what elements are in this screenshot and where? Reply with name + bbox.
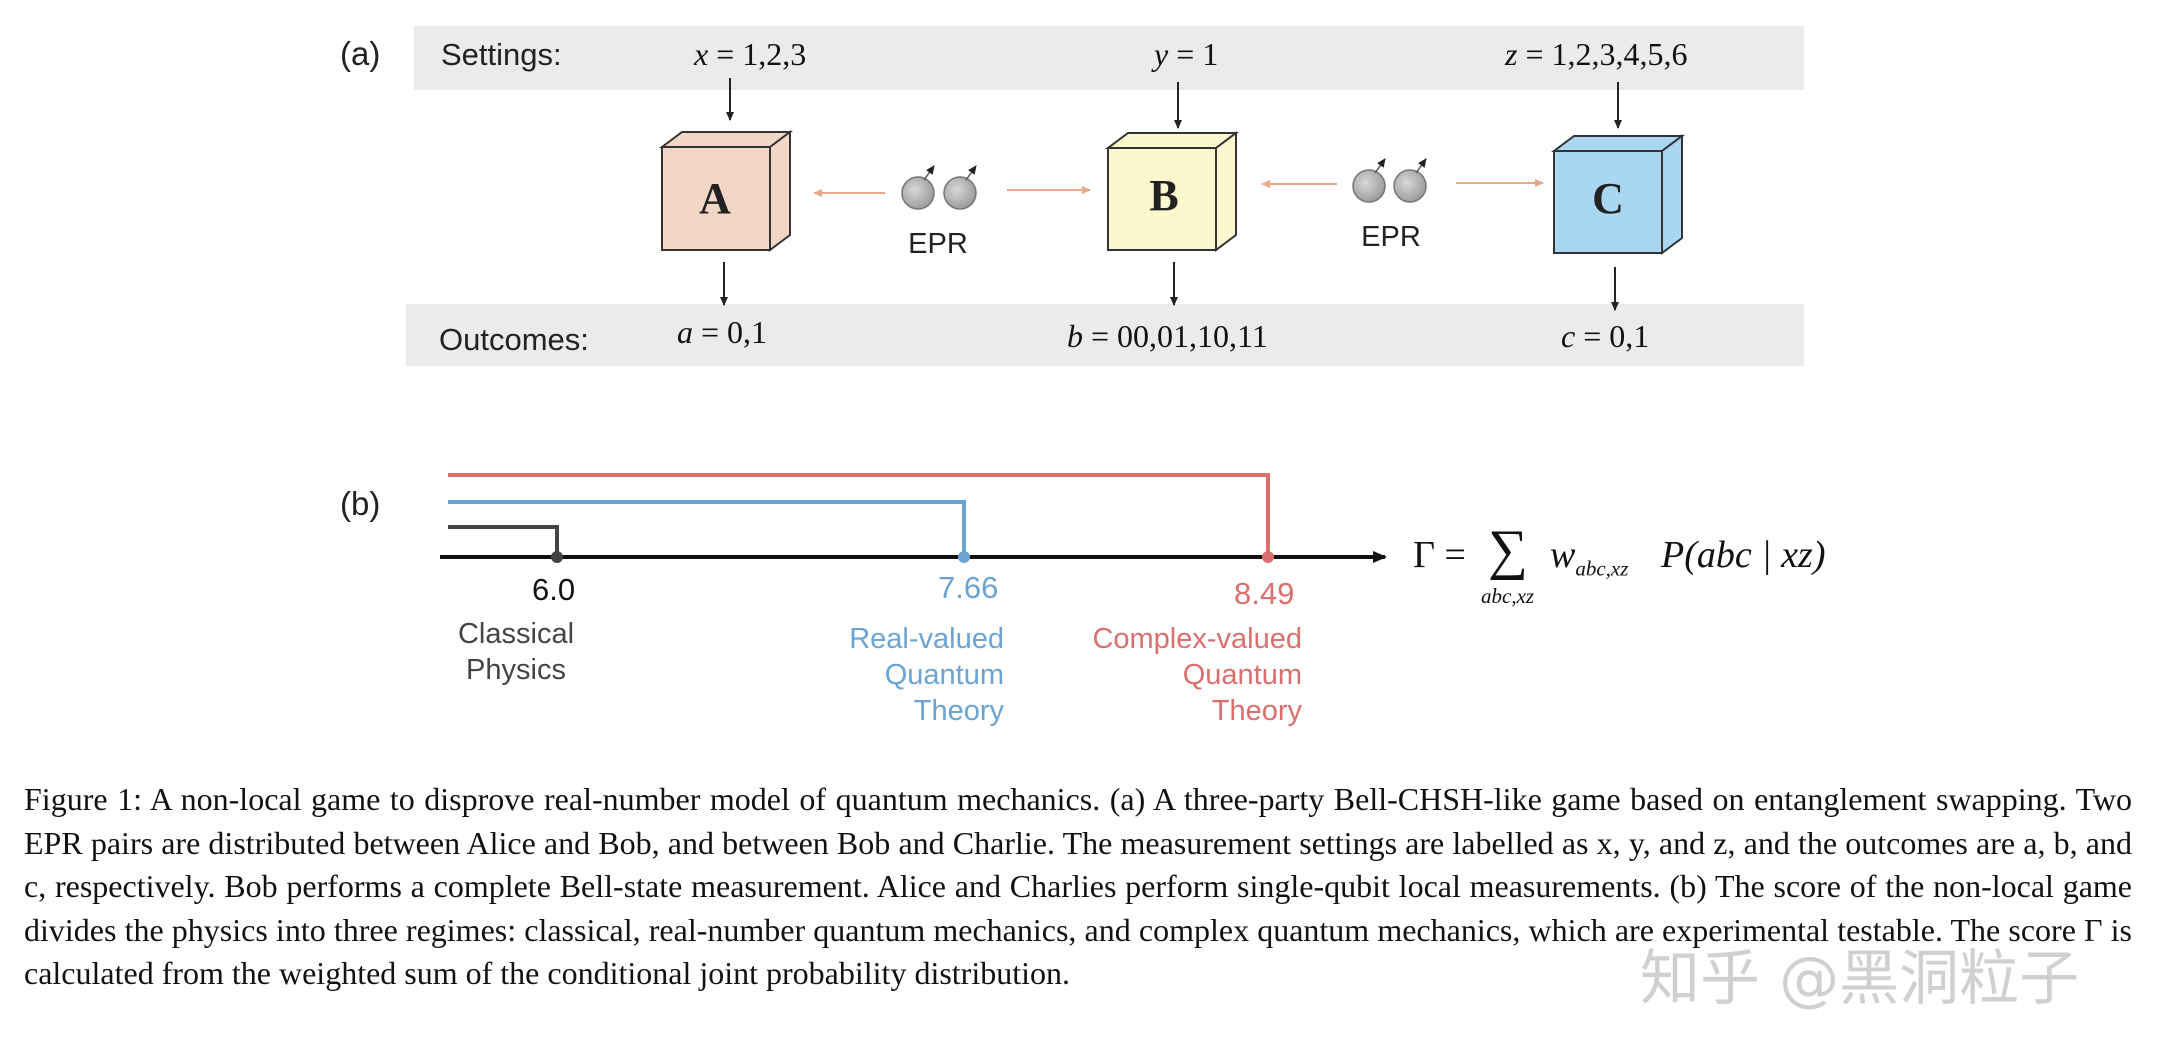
score-axis-diagram xyxy=(440,473,1387,563)
sum-subscript: abc,xz xyxy=(1481,584,1535,608)
probability-term: P(abc | xz) xyxy=(1661,534,1826,576)
complex-threshold-dot xyxy=(1262,551,1274,563)
complex-bound-value: 8.49 xyxy=(1234,576,1295,611)
complex-regime-label: Complex-valued Quantum Theory xyxy=(1092,623,1302,727)
panel-a-diagram: A B C EPR xyxy=(659,78,1685,311)
real-regime-label: Real-valued Quantum Theory xyxy=(849,623,1004,727)
box-c: C xyxy=(1551,134,1685,255)
setting-y: y = 1 xyxy=(1154,36,1219,72)
classical-bound-value: 6.0 xyxy=(532,572,576,607)
watermark: 知乎 @黑洞粒子 xyxy=(1640,944,2080,1014)
outcomes-band xyxy=(406,304,1804,366)
outcome-b: b = 00,01,10,11 xyxy=(1067,318,1268,354)
real-bound-value: 7.66 xyxy=(938,570,999,605)
classical-regime-label: Classical Physics xyxy=(457,618,575,686)
setting-x: x = 1,2,3 xyxy=(694,36,807,72)
epr-right-label: EPR xyxy=(1361,221,1421,253)
weight-symbol: wabc,xz xyxy=(1550,534,1629,581)
box-a-letter: A xyxy=(699,174,731,223)
sum-symbol: ∑ xyxy=(1488,519,1528,581)
panel-b-label: (b) xyxy=(340,485,381,522)
classical-regime-bracket xyxy=(448,525,559,557)
gamma-lhs: Γ = xyxy=(1413,534,1466,576)
outcome-a: a = 0,1 xyxy=(677,314,768,350)
real-regime-bracket xyxy=(448,500,966,557)
settings-band xyxy=(414,26,1804,90)
epr-left-particles xyxy=(901,165,977,210)
outcome-c: c = 0,1 xyxy=(1561,318,1650,354)
box-c-letter: C xyxy=(1592,174,1624,223)
caption-text: A non-local game to disprove real-number… xyxy=(24,781,2133,991)
box-b-letter: B xyxy=(1149,171,1178,220)
setting-z: z = 1,2,3,4,5,6 xyxy=(1505,36,1688,72)
epr-left-label: EPR xyxy=(908,228,968,260)
outcomes-label: Outcomes: xyxy=(439,322,589,357)
classical-threshold-dot xyxy=(551,551,563,563)
epr-right-particles xyxy=(1352,158,1427,203)
box-a: A xyxy=(659,130,793,252)
gamma-equation: Γ = ∑ abc,xz wabc,xz P(abc | xz) xyxy=(1413,519,1826,620)
complex-regime-bracket xyxy=(448,473,1270,557)
caption-label: Figure 1: xyxy=(24,781,142,817)
real-threshold-dot xyxy=(958,551,970,563)
figure-caption: Figure 1: A non-local game to disprove r… xyxy=(24,778,2132,996)
box-b: B xyxy=(1105,131,1239,252)
settings-label: Settings: xyxy=(441,37,562,72)
panel-a-label: (a) xyxy=(340,35,381,72)
